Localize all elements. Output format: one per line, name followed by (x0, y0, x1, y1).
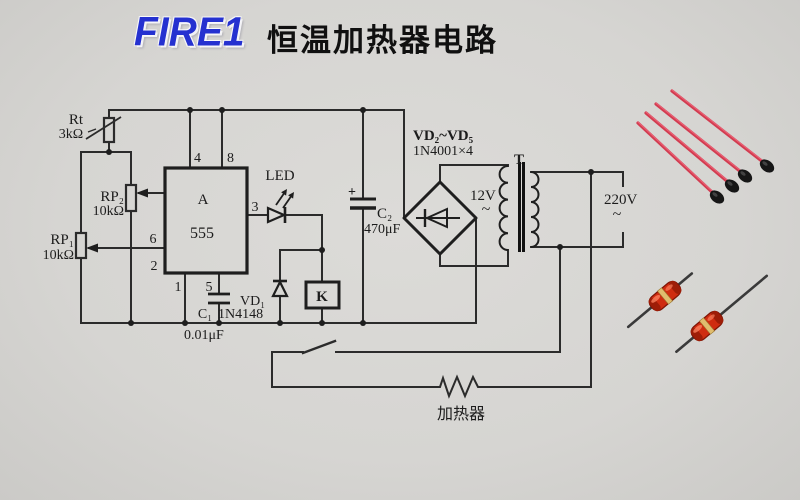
wire-secondary-top (530, 171, 624, 187)
label-led: LED (265, 168, 294, 184)
label-pin6: 6 (150, 232, 157, 247)
label-transformer: T (514, 152, 524, 168)
primary-coil (498, 165, 509, 251)
capacitor-c1 (208, 292, 230, 305)
label-220v: 220V (604, 192, 638, 208)
label-vd1-value: 1N4148 (218, 307, 263, 322)
label-ic-letter: A (198, 192, 209, 208)
label-rt: Rt (69, 112, 84, 128)
led-ray-arrow (281, 189, 287, 196)
rp1-wiper-arrow (86, 243, 98, 253)
bridge-rectifier (402, 180, 478, 256)
page-title: 恒温加热器电路 (267, 23, 498, 58)
label-pin5: 5 (206, 280, 213, 295)
wires (80, 109, 624, 399)
fire1-logo: FIRE1 (134, 10, 245, 55)
label-220v-ac: ~ (613, 206, 622, 223)
label-12v: 12V (470, 188, 496, 204)
label-rp2-value: 10kΩ (93, 204, 124, 219)
label-rp2: RP₂ (100, 189, 124, 205)
label-c2: C₂ (377, 206, 392, 222)
label-ic-type: 555 (190, 225, 214, 242)
bridge-diode-triangle (424, 207, 448, 229)
wire-switch-right (335, 246, 561, 353)
label-c1: C₁ (198, 307, 212, 322)
rp2-wiper-arrow (136, 188, 148, 198)
wire-bridge-ac-top (439, 164, 509, 183)
label-relay-k: K (316, 289, 328, 305)
labels: Rt 3kΩ RP₂ 10kΩ RP₁ 10kΩ 4 8 A 555 3 6 2… (43, 112, 638, 423)
thermistor-rt (85, 116, 122, 144)
led-symbol (266, 189, 294, 224)
label-pin1: 1 (175, 280, 182, 295)
label-bridge-diodes: VD₂~VD₅ (413, 128, 474, 144)
switch-lever (301, 339, 337, 355)
label-c1-value: 0.01μF (184, 328, 224, 343)
relay-k-body (304, 280, 341, 310)
label-heater: 加热器 (437, 405, 485, 423)
label-pin8: 8 (227, 151, 234, 166)
label-rt-value: 3kΩ (59, 127, 83, 142)
potentiometer-rp1 (74, 231, 98, 260)
led-ray-arrow (288, 192, 294, 199)
label-vd1: VD₁ (240, 294, 265, 309)
label-c2-plus: + (348, 185, 356, 200)
photo-bead-thermistor-probes (636, 89, 775, 204)
ic-555-body (163, 166, 249, 275)
junction-dots (106, 107, 594, 326)
wire-led-output (285, 214, 323, 251)
label-bridge-type: 1N4001×4 (413, 144, 473, 159)
transformer-t (498, 162, 540, 252)
wire-junction-to-vd1 (279, 249, 323, 282)
diode-vd1 (271, 279, 289, 298)
label-c2-value: 470μF (364, 222, 401, 237)
label-rp1-value: 10kΩ (43, 248, 74, 263)
capacitor-c2 (350, 197, 376, 210)
photo-glass-thermistor-1 (626, 272, 694, 329)
wire-secondary-bottom (530, 232, 624, 248)
label-pin2: 2 (151, 259, 158, 274)
photo-glass-thermistor-2 (675, 274, 769, 354)
label-rp1: RP₁ (50, 232, 74, 248)
potentiometer-rp2 (124, 183, 148, 213)
label-pin4: 4 (194, 151, 201, 166)
wire-bridge-ac-bottom (439, 249, 509, 267)
secondary-coil (530, 171, 540, 248)
wire-mains-heater (271, 171, 592, 399)
label-pin3: 3 (252, 200, 259, 215)
wire-rp1-to-ground-rail (80, 217, 477, 324)
wire-top-rail (108, 109, 405, 219)
label-12v-ac: ~ (482, 201, 491, 218)
